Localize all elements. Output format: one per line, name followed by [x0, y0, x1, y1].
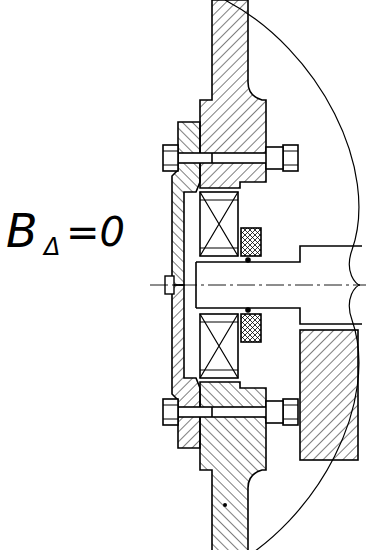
- dimension-symbol: B: [6, 208, 38, 254]
- dimension-subscript: Δ: [44, 235, 60, 259]
- dimension-value: =0: [66, 212, 125, 252]
